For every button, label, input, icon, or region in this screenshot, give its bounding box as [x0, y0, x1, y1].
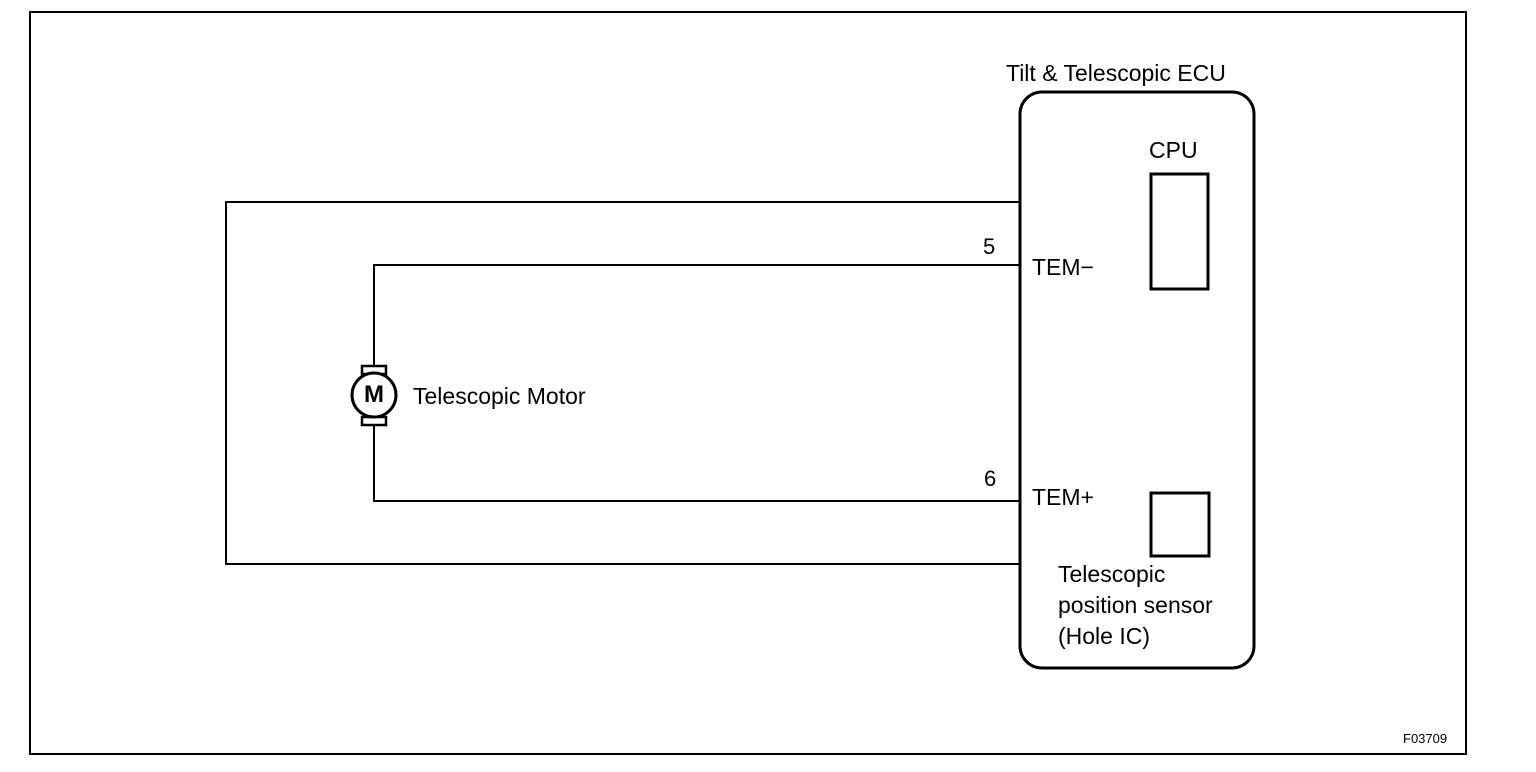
sensor-label-line3: (Hole IC) — [1058, 623, 1151, 649]
pin-number-6: 6 — [984, 466, 997, 491]
terminal-tem-minus-label: TEM− — [1032, 254, 1094, 280]
motor-symbol-letter: M — [364, 381, 384, 408]
tem-plus-wire — [373, 426, 1020, 502]
sensor-loop-wire — [225, 201, 1020, 565]
figure-id: F03709 — [1403, 731, 1448, 746]
ecu-title: Tilt & Telescopic ECU — [1006, 60, 1226, 86]
terminal-tem-plus-label: TEM+ — [1032, 484, 1094, 510]
tem-minus-wire — [373, 264, 1020, 366]
diagram-frame — [29, 11, 1467, 755]
dc-motor-icon — [350, 364, 398, 427]
sensor-label-line2: position sensor — [1058, 592, 1213, 618]
cpu-block — [1149, 172, 1210, 291]
ecu-box — [1018, 90, 1256, 670]
pin-number-5: 5 — [983, 234, 996, 259]
sensor-label-line1: Telescopic — [1058, 561, 1166, 587]
position-sensor-block — [1149, 491, 1211, 558]
cpu-label: CPU — [1149, 137, 1198, 163]
motor-label: Telescopic Motor — [413, 383, 586, 409]
